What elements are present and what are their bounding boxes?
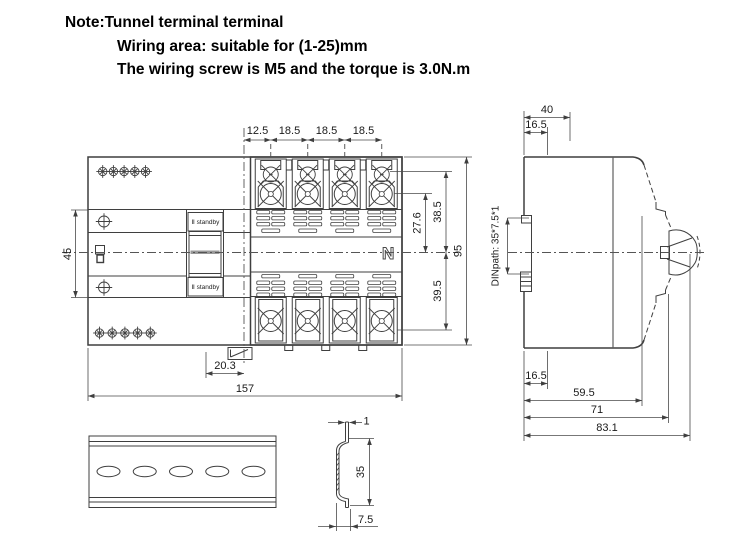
din-path-label: DINpath: 35*7.5*1: [491, 205, 502, 286]
screw-icon: [95, 278, 113, 297]
standby-label-bottom: Ⅱ standby: [187, 277, 224, 297]
neutral-marking: N: [382, 244, 394, 263]
standby-bottom-text: Ⅱ standby: [192, 284, 221, 291]
terminal-pole-bottom: [329, 298, 360, 344]
dim-59-5: 59.5: [573, 387, 594, 399]
dim-1: 1: [364, 416, 370, 428]
rail-slot: [169, 465, 193, 478]
din-clip: [227, 347, 253, 360]
dim-157: 157: [236, 383, 254, 395]
dim-71: 71: [591, 404, 603, 416]
screw-icon: [95, 212, 113, 231]
top-strip-screws: [95, 164, 153, 179]
note-line-1: Note:Tunnel terminal terminal: [65, 14, 283, 31]
side-view: DINpath: 35*7.5*1: [491, 156, 706, 349]
dim-35: 35: [355, 466, 367, 478]
dim-18-5: 18.5: [353, 125, 374, 137]
standby-label-top: Ⅱ standby: [187, 212, 224, 232]
dim-16-5-bottom: 16.5: [525, 370, 546, 382]
side-view-dimensions: 40 16.5 16.5 59.5 71 83.1: [523, 104, 691, 441]
dim-20-3: 20.3: [214, 360, 235, 372]
terminal-pole-top: [292, 144, 323, 209]
bottom-strip-screws: [92, 326, 158, 340]
terminal-pole-top: [366, 144, 397, 209]
dim-45: 45: [62, 248, 74, 260]
dim-27-6: 27.6: [412, 212, 424, 233]
dim-83-1: 83.1: [596, 422, 617, 434]
dim-39-5: 39.5: [432, 280, 444, 301]
front-view: Ⅱ standby Ⅱ standby: [62, 128, 458, 364]
rail-slot: [241, 465, 266, 478]
dim-40: 40: [541, 104, 553, 116]
dim-18-5: 18.5: [316, 125, 337, 137]
hatching: [336, 452, 340, 492]
terminal-pole-top: [329, 144, 360, 209]
front-view-dimensions: 12.5 18.5 18.5 18.5 45 27.6 38.5 39.5 95…: [62, 125, 472, 401]
note-block: Note:Tunnel terminal terminal Wiring are…: [65, 14, 470, 78]
rail-slot: [132, 465, 157, 478]
vent-slots: [256, 210, 286, 297]
terminal-section: N: [249, 144, 403, 351]
vent-slots: [330, 210, 360, 297]
vent-slots: [293, 210, 323, 297]
dim-12-5: 12.5: [247, 125, 268, 137]
dim-16-5-top: 16.5: [525, 119, 546, 131]
dim-95: 95: [453, 245, 465, 257]
status-indicator-window: [95, 245, 105, 264]
terminal-pole-top: [255, 144, 286, 209]
dim-7-5: 7.5: [358, 514, 373, 526]
din-rail-top-view: [88, 435, 277, 508]
rail-slot: [96, 465, 121, 478]
terminal-pole-bottom: [255, 298, 286, 344]
note-line-2: Wiring area: suitable for (1-25)mm: [117, 38, 368, 55]
standby-top-text: Ⅱ standby: [192, 219, 221, 226]
rail-slot: [205, 465, 230, 478]
terminal-pole-bottom: [366, 298, 397, 344]
dim-38-5: 38.5: [432, 201, 444, 222]
note-line-3: The wiring screw is M5 and the torque is…: [117, 61, 470, 78]
dim-18-5: 18.5: [279, 125, 300, 137]
terminal-pole-bottom: [292, 298, 323, 344]
din-rail-cross-section: 1 35 7.5: [318, 416, 378, 531]
